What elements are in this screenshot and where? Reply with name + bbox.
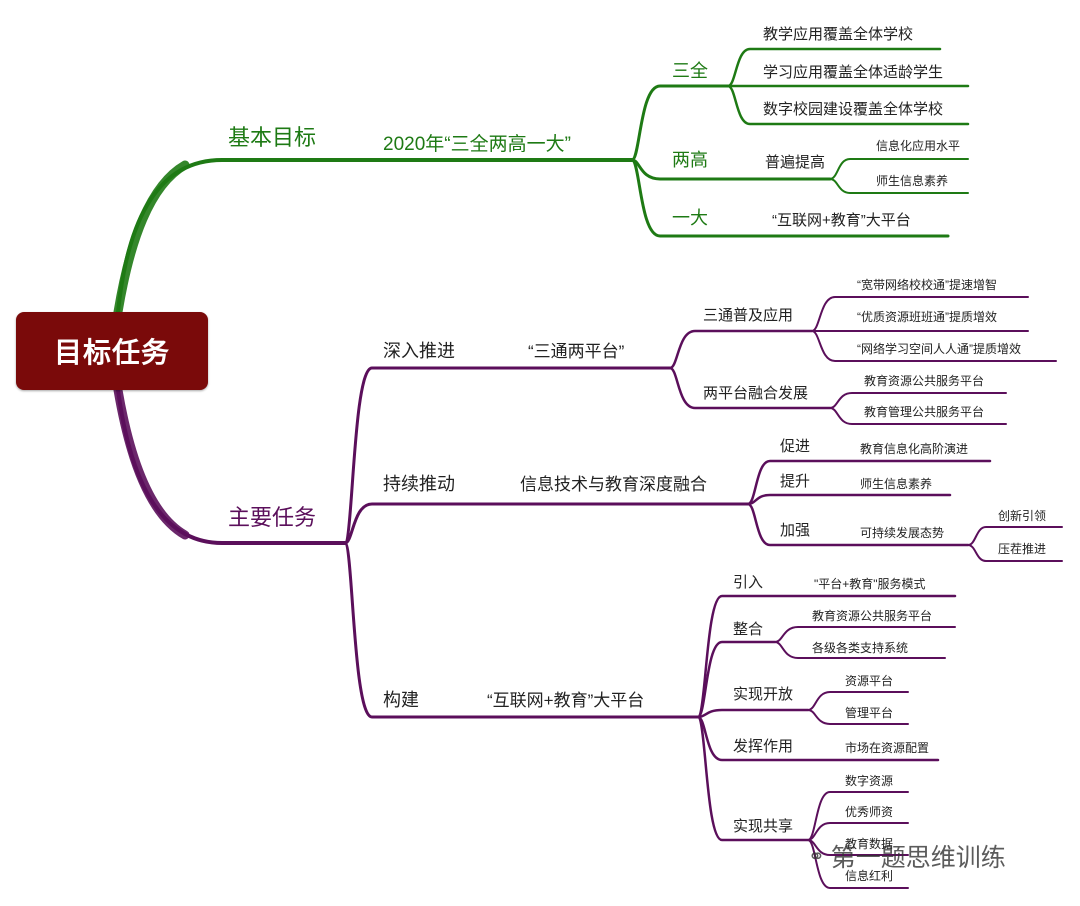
kaifang-item: 资源平台 — [845, 673, 893, 688]
gongxiang-item: 教育数据 — [845, 836, 893, 851]
b3-label: 构建 — [383, 690, 419, 710]
santong-item: “网络学习空间人人通”提质增效 — [857, 341, 1021, 356]
root-label: 目标任务 — [53, 336, 170, 369]
santong-item: “宽带网络校校通”提速增智 — [857, 277, 997, 292]
b2-title: 信息技术与教育深度融合 — [520, 475, 707, 494]
yida-sub: “互联网+教育”大平台 — [772, 212, 911, 229]
sanquan-label: 三全 — [672, 61, 708, 81]
sanquan-item: 教学应用覆盖全体学校 — [763, 25, 913, 43]
jiaqiang-sub: 压茬推进 — [998, 542, 1046, 556]
liangpingtai-label: 两平台融合发展 — [703, 385, 808, 402]
tasks-label: 主要任务 — [228, 505, 316, 530]
watermark-text: 第一题思维训练 — [830, 843, 1006, 872]
santong-label: 三通普及应用 — [703, 306, 793, 324]
jiaqiang-item: 可持续发展态势 — [860, 525, 944, 540]
b3-title: “互联网+教育”大平台 — [487, 691, 644, 710]
b1-label: 深入推进 — [383, 341, 455, 361]
goal-label: 基本目标 — [228, 125, 316, 150]
tisheng-item: 师生信息素养 — [860, 476, 932, 491]
yinru-item: "平台+教育"服务模式 — [814, 576, 926, 591]
goal-title: 2020年“三全两高一大” — [383, 133, 571, 155]
santong-item: “优质资源班班通”提质增效 — [857, 309, 997, 324]
lianggao-sub: 普遍提高 — [765, 154, 825, 171]
kaifang-item: 管理平台 — [845, 705, 893, 720]
lianggao-item: 师生信息素养 — [876, 173, 948, 188]
tisheng-label: 提升 — [780, 473, 810, 490]
root-node: 目标任务 — [16, 312, 208, 390]
gongxiang-label: 实现共享 — [733, 818, 793, 835]
liangpingtai-item: 教育资源公共服务平台 — [864, 373, 984, 388]
fahui-label: 发挥作用 — [733, 738, 793, 755]
gongxiang-item: 数字资源 — [845, 773, 893, 788]
jiaqiang-sub: 创新引领 — [998, 508, 1046, 523]
cujin-label: 促进 — [780, 438, 810, 455]
zhenghe-item: 教育资源公共服务平台 — [812, 608, 932, 623]
goal-connectors — [113, 47, 970, 317]
gongxiang-item: 信息红利 — [845, 868, 893, 883]
lianggao-item: 信息化应用水平 — [876, 138, 960, 153]
kaifang-label: 实现开放 — [733, 686, 793, 703]
liangpingtai-item: 教育管理公共服务平台 — [864, 404, 984, 419]
cujin-item: 教育信息化高阶演进 — [860, 441, 968, 456]
sanquan-item: 学习应用覆盖全体适龄学生 — [763, 63, 943, 81]
fahui-item: 市场在资源配置 — [845, 740, 929, 755]
zhenghe-item: 各级各类支持系统 — [812, 640, 908, 655]
sanquan-item: 数字校园建设覆盖全体学校 — [763, 100, 943, 118]
gongxiang-item: 优秀师资 — [845, 805, 893, 819]
yinru-label: 引入 — [733, 574, 763, 591]
yida-label: 一大 — [672, 208, 708, 228]
b2-label: 持续推动 — [383, 474, 455, 494]
task-connectors — [113, 296, 1063, 889]
jiaqiang-label: 加强 — [780, 522, 810, 539]
zhenghe-label: 整合 — [733, 621, 763, 638]
watermark: ⚭ 第一题思维训练 — [808, 838, 1006, 874]
b1-title: “三通两平台” — [528, 342, 625, 361]
lianggao-label: 两高 — [672, 150, 708, 170]
wechat-icon: ⚭ — [808, 844, 825, 868]
